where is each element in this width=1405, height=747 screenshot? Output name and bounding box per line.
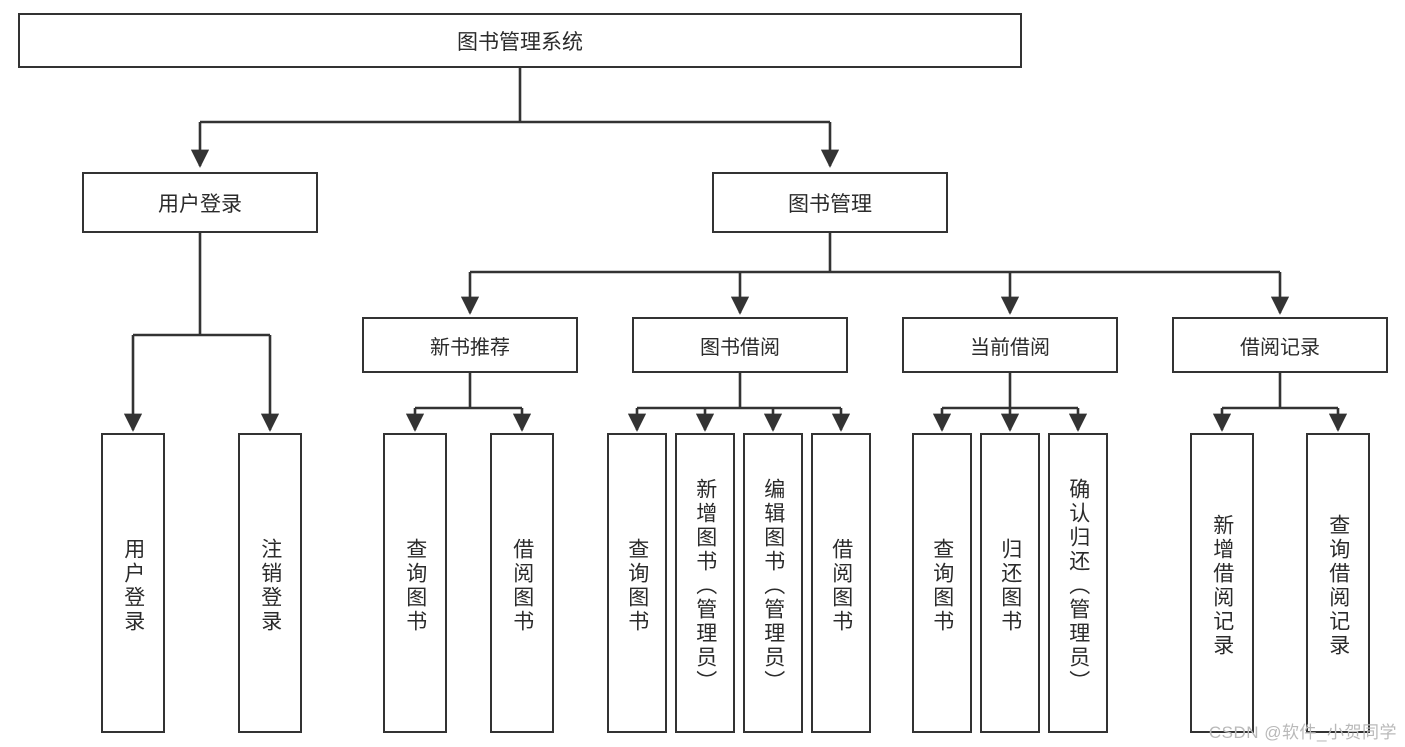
node-user-login[interactable]: 用户登录: [82, 172, 318, 233]
node-leaf-query-book-3[interactable]: 查询图书: [912, 433, 972, 733]
node-user-login-label: 用户登录: [158, 192, 242, 216]
node-leaf-edit-book-label: 编辑图书（管理员）: [761, 478, 785, 694]
node-leaf-add-book-label: 新增图书（管理员）: [693, 478, 717, 694]
node-leaf-logout-login-label: 注销登录: [258, 538, 282, 634]
node-leaf-query-book-2-label: 查询图书: [625, 538, 649, 634]
node-new-book-recommend-label: 新书推荐: [430, 336, 510, 359]
node-leaf-query-book-2[interactable]: 查询图书: [607, 433, 667, 733]
node-root[interactable]: 图书管理系统: [18, 13, 1022, 68]
node-leaf-user-login[interactable]: 用户登录: [101, 433, 165, 733]
node-borrow-record[interactable]: 借阅记录: [1172, 317, 1388, 373]
node-leaf-query-book-1[interactable]: 查询图书: [383, 433, 447, 733]
node-leaf-confirm-return-label: 确认归还（管理员）: [1066, 478, 1090, 694]
node-book-borrow-label: 图书借阅: [700, 336, 780, 359]
node-leaf-borrow-book-2[interactable]: 借阅图书: [811, 433, 871, 733]
node-leaf-borrow-book-1[interactable]: 借阅图书: [490, 433, 554, 733]
node-borrow-record-label: 借阅记录: [1240, 336, 1320, 359]
node-leaf-user-login-label: 用户登录: [121, 538, 145, 634]
node-leaf-borrow-book-2-label: 借阅图书: [829, 538, 853, 634]
node-leaf-return-book-label: 归还图书: [998, 538, 1022, 634]
node-leaf-borrow-book-1-label: 借阅图书: [510, 538, 534, 634]
node-leaf-edit-book[interactable]: 编辑图书（管理员）: [743, 433, 803, 733]
node-leaf-add-record-label: 新增借阅记录: [1210, 514, 1234, 658]
node-leaf-logout-login[interactable]: 注销登录: [238, 433, 302, 733]
node-leaf-query-book-1-label: 查询图书: [403, 538, 427, 634]
node-new-book-recommend[interactable]: 新书推荐: [362, 317, 578, 373]
node-book-manage[interactable]: 图书管理: [712, 172, 948, 233]
node-current-borrow[interactable]: 当前借阅: [902, 317, 1118, 373]
node-root-label: 图书管理系统: [457, 30, 583, 54]
node-leaf-query-book-3-label: 查询图书: [930, 538, 954, 634]
node-leaf-confirm-return[interactable]: 确认归还（管理员）: [1048, 433, 1108, 733]
node-book-borrow[interactable]: 图书借阅: [632, 317, 848, 373]
node-current-borrow-label: 当前借阅: [970, 336, 1050, 359]
watermark: CSDN @软件_小贺同学: [1208, 723, 1397, 742]
node-leaf-add-record[interactable]: 新增借阅记录: [1190, 433, 1254, 733]
node-leaf-query-record-label: 查询借阅记录: [1326, 514, 1350, 658]
node-leaf-query-record[interactable]: 查询借阅记录: [1306, 433, 1370, 733]
node-book-manage-label: 图书管理: [788, 192, 872, 216]
node-leaf-return-book[interactable]: 归还图书: [980, 433, 1040, 733]
node-leaf-add-book[interactable]: 新增图书（管理员）: [675, 433, 735, 733]
